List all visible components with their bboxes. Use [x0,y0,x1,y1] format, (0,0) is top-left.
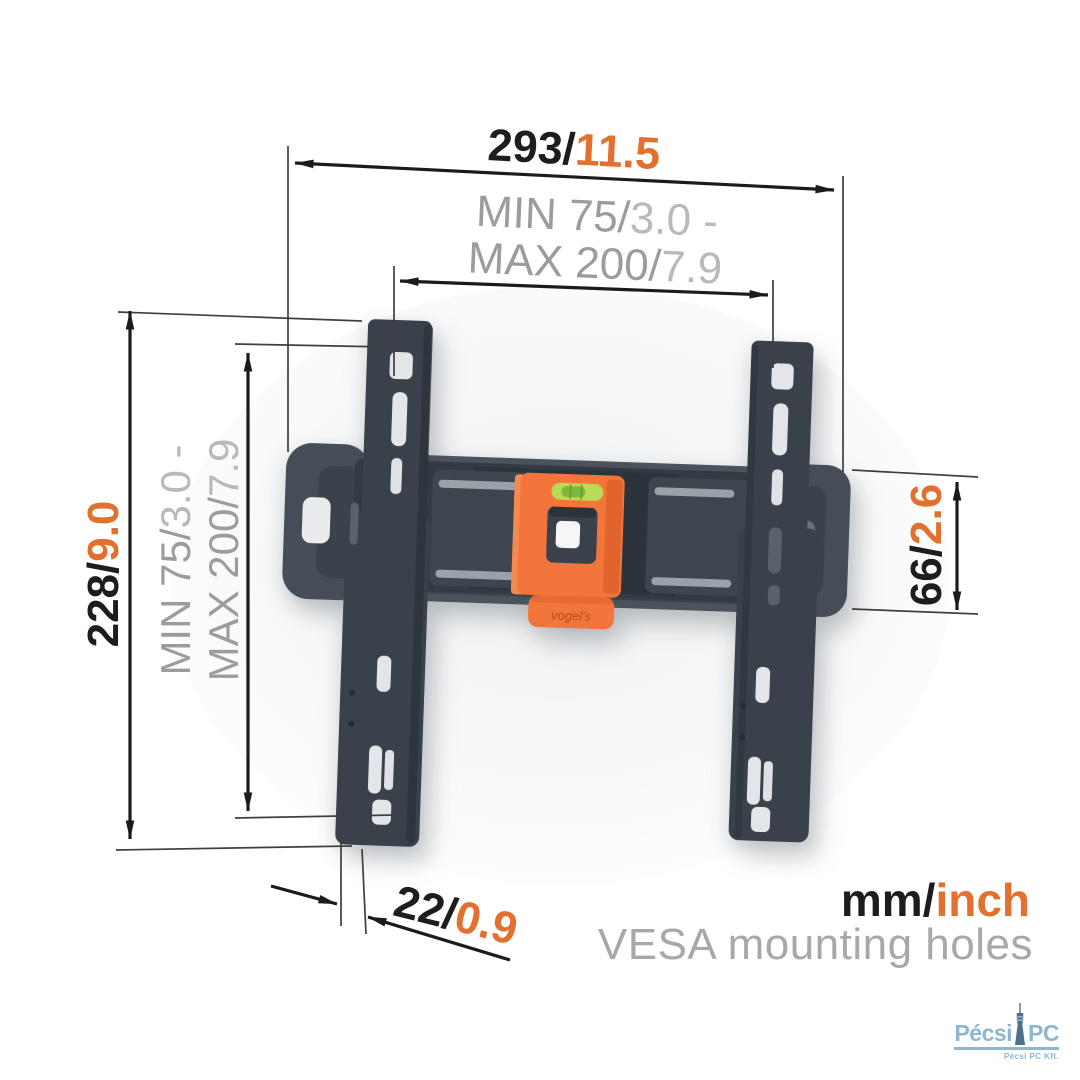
spirit-level [551,482,604,502]
dim-depth-arrow-left [270,884,338,906]
dim-height-inch: 9.0 [79,500,128,562]
dim-width-label: 293/11.5 [486,119,662,179]
vesa-hole-top-left [389,351,413,380]
center-clamp: vogel's [510,472,625,630]
dim-plate-height-mm: 66/ [902,545,951,607]
dimension-lines [115,146,979,962]
dim-plate-height-inch: 2.6 [902,483,951,545]
vesa-horizontal-line2: MAX 200/7.9 [466,233,724,294]
dim-vesa-horizontal-label: MIN 75/3.0 - MAX 200/7.9 [466,187,725,294]
dim-height-label: 228/9.0 [79,500,128,648]
vesa-vertical-line1: MIN 75/3.0 - [152,444,199,676]
watermark-underline [954,1047,1059,1050]
watermark-name-right: PC [1028,1020,1059,1047]
vesa-hole-bottom-right [750,806,771,833]
extension-lines [115,146,979,935]
watermark-subtitle: Pécsi PC Kft. [1004,1052,1059,1061]
right-rail [728,340,819,843]
dim-plate-height-label: 66/2.6 [902,483,951,607]
vesa-hole-bottom-left [371,799,392,825]
left-rail [335,319,433,847]
tv-tower-icon [1015,1003,1026,1045]
units-mm: mm/ [840,874,936,926]
dimension-arrows [125,159,962,962]
units-inch: inch [935,874,1030,926]
dim-width-arrow [294,159,835,194]
watermark-name-left: Pécsi [954,1020,1013,1047]
dim-depth-arrow-right [367,915,511,962]
brand-tab-label: vogel's [551,608,592,624]
vesa-vertical-line2: MAX 200/7.9 [200,438,247,682]
dim-width-inch: 11.5 [573,123,662,179]
units-legend: mm/inch [841,877,1030,923]
clamp-cutout [546,506,598,564]
watermark: Pécsi PC Pécsi PC Kft. [954,1003,1059,1061]
vesa-caption: VESA mounting holes [597,920,1033,969]
dim-height-mm: 228/ [79,561,128,648]
dim-vesa-vertical-label: MIN 75/3.0 - MAX 200/7.9 [152,439,248,682]
clamp-right [645,477,767,597]
watermark-logo: Pécsi PC [954,1003,1059,1045]
dim-width-mm: 293/ [486,119,577,175]
dim-vesa-horizontal-arrow [399,277,769,299]
plate-hole-left [301,497,331,544]
vesa-hole-top-right [771,363,794,390]
wall-mount-product: vogel's [282,319,851,847]
